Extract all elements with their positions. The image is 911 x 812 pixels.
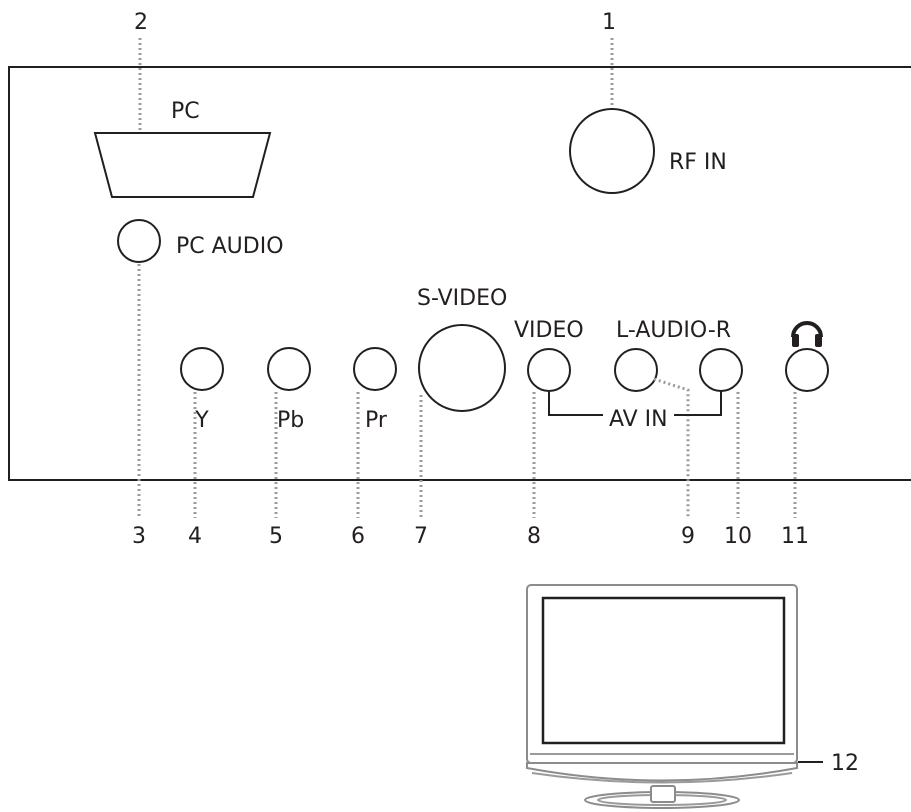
panel-outline [8, 66, 911, 481]
pc-audio-port [117, 219, 161, 263]
callout-10: 10 [724, 524, 752, 549]
callout-12: 12 [831, 751, 859, 776]
audio-l-port [614, 348, 658, 392]
pc-vga-port [93, 132, 272, 198]
pc-label: PC [171, 99, 200, 124]
av-in-bracket-left [548, 391, 603, 416]
headphone-icon [791, 321, 823, 347]
y-label: Y [194, 408, 209, 433]
callout-1: 1 [602, 10, 616, 35]
headphone-port [785, 348, 829, 392]
callout-3: 3 [132, 524, 146, 549]
tv-screen [541, 596, 786, 745]
pc-audio-label: PC AUDIO [176, 234, 284, 259]
l-audio-r-label: L-AUDIO-R [616, 318, 731, 343]
callout-4: 4 [188, 524, 202, 549]
s-video-label: S-VIDEO [417, 286, 507, 311]
pb-label: Pb [277, 408, 304, 433]
tv-stand-neck [650, 785, 676, 803]
rf-in-port [569, 108, 655, 194]
tv-base-front [526, 762, 798, 782]
video-label: VIDEO [514, 318, 584, 343]
pb-port [267, 347, 311, 391]
callout-7: 7 [414, 524, 428, 549]
tv-illustration [526, 584, 798, 809]
callout-9: 9 [681, 524, 695, 549]
av-in-label: AV IN [609, 407, 668, 432]
tv-base-curve [531, 772, 793, 784]
callout-11: 11 [781, 524, 809, 549]
callout-6: 6 [351, 524, 365, 549]
y-port [180, 347, 224, 391]
callout-8: 8 [527, 524, 541, 549]
callout-2: 2 [134, 10, 148, 35]
pr-label: Pr [365, 408, 388, 433]
video-port [527, 348, 571, 392]
av-in-bracket-right [674, 391, 722, 416]
callout-5: 5 [269, 524, 283, 549]
rf-in-label: RF IN [669, 150, 727, 175]
audio-r-port [699, 348, 743, 392]
pr-port [353, 347, 397, 391]
s-video-port [418, 324, 506, 412]
leader-9 [653, 377, 690, 518]
